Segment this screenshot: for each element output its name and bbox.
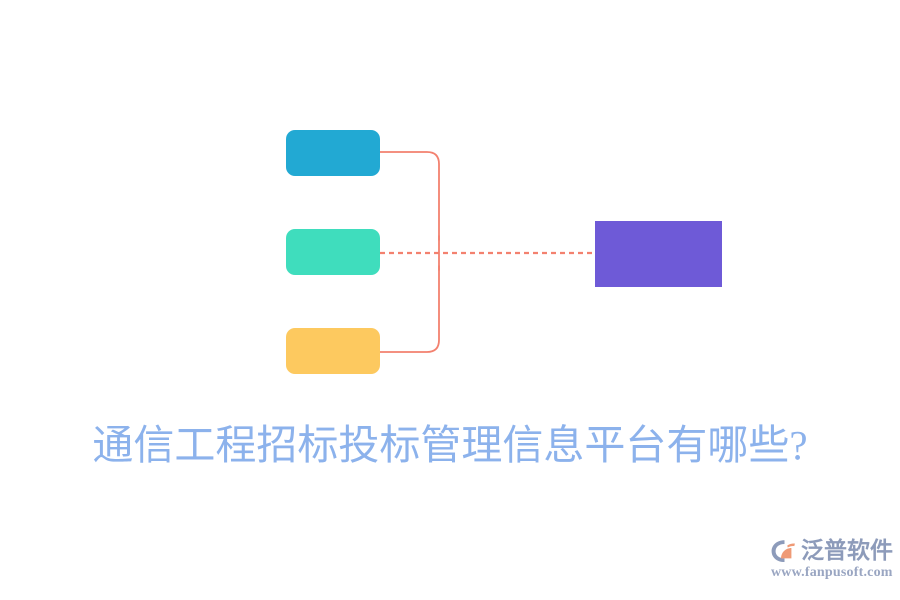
brand-name: 泛普软件	[801, 538, 893, 563]
diagram-connectors	[379, 151, 596, 353]
diagram-node-blue[interactable]	[286, 130, 380, 176]
brand-row: 泛普软件	[770, 536, 893, 566]
connector-yellow-to-trunk	[379, 265, 440, 353]
brand-url: www.fanpusoft.com	[771, 565, 893, 580]
diagram-node-green[interactable]	[286, 229, 380, 275]
diagram-node-yellow[interactable]	[286, 328, 380, 374]
brand-watermark: 泛普软件 www.fanpusoft.com	[770, 536, 893, 588]
connector-blue-to-trunk	[379, 151, 440, 241]
flow-diagram	[286, 130, 722, 374]
fanpu-logo-icon	[771, 540, 795, 562]
page-title: 通信工程招标投标管理信息平台有哪些?	[92, 422, 808, 468]
diagram-node-purple[interactable]	[595, 221, 722, 287]
